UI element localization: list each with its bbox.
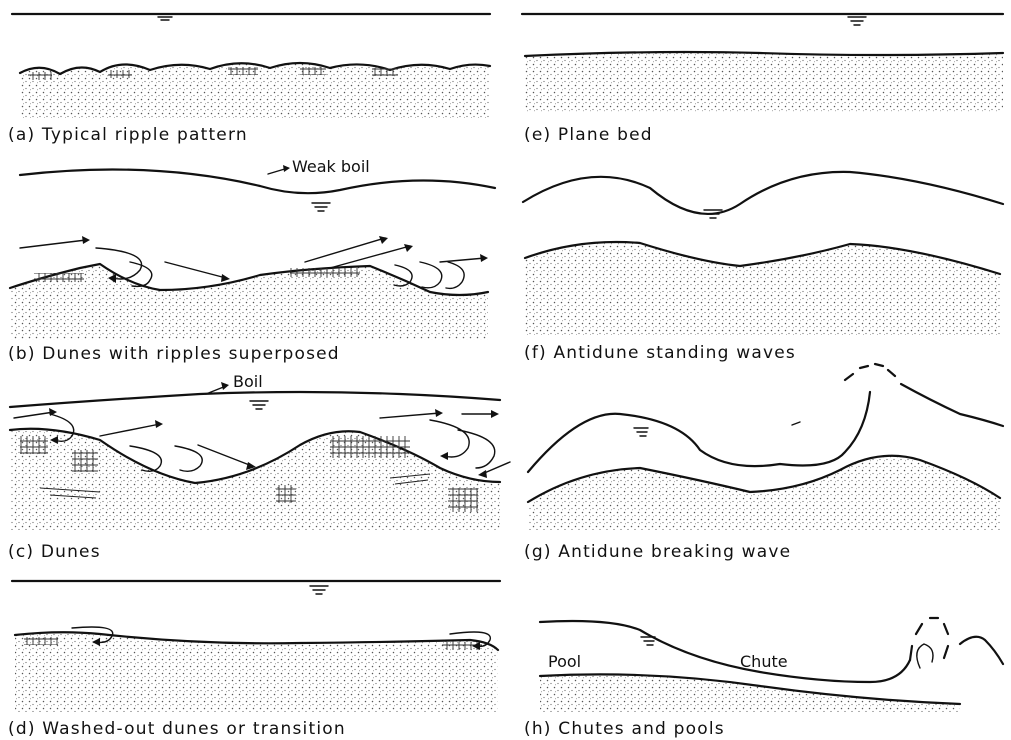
caption-h: (h) Chutes and pools <box>524 719 725 739</box>
breaking-wave-dashed <box>910 618 948 660</box>
water-surface-downstream <box>901 384 1003 426</box>
label-pool: Pool <box>548 652 581 671</box>
panel-b-dunes-ripples: Weak boil (b) Dunes with ripples superpo… <box>8 157 495 364</box>
panel-f-standing-waves: (f) Antidune standing waves <box>523 172 1003 363</box>
caption-f: (f) Antidune standing waves <box>524 343 796 363</box>
sand-bed <box>525 52 1003 112</box>
label-chute: Chute <box>740 652 788 671</box>
caption-e: (e) Plane bed <box>524 125 653 145</box>
panel-c-dunes: Boil <box>8 372 510 562</box>
panel-d-washed-out-dunes: (d) Washed-out dunes or transition <box>8 581 500 739</box>
water-surface-symbol <box>250 401 268 409</box>
boil-leader-arrowhead <box>221 382 229 390</box>
water-surface <box>540 621 910 682</box>
spray-mark <box>792 422 800 425</box>
panel-a-ripples: (a) Typical ripple pattern <box>8 14 490 145</box>
sand-bed <box>10 429 500 530</box>
water-surface <box>528 392 870 472</box>
water-surface-symbol <box>848 17 866 25</box>
caption-c: (c) Dunes <box>8 542 101 562</box>
water-surface-symbol <box>634 428 648 436</box>
breaking-wave-curl <box>917 644 933 668</box>
boil-leader-arrowhead <box>283 165 290 172</box>
caption-g: (g) Antidune breaking wave <box>524 542 791 562</box>
water-surface-downstream <box>960 637 1003 664</box>
label-weak-boil: Weak boil <box>292 157 370 176</box>
label-boil: Boil <box>233 372 263 391</box>
water-surface-symbol <box>312 203 330 211</box>
water-surface <box>20 170 495 194</box>
water-surface-symbol <box>704 210 722 218</box>
caption-a: (a) Typical ripple pattern <box>8 125 248 145</box>
caption-d: (d) Washed-out dunes or transition <box>8 719 346 739</box>
panel-g-breaking-wave: (g) Antidune breaking wave <box>524 364 1003 562</box>
sand-bed <box>540 674 960 712</box>
water-surface <box>523 172 1003 214</box>
water-surface-symbol <box>310 586 328 594</box>
water-surface-symbol <box>158 17 172 20</box>
panel-h-chutes-pools: Pool Chute (h) Chutes and pools <box>524 618 1003 739</box>
breaking-crest-dashed <box>845 364 895 380</box>
panel-e-plane-bed: (e) Plane bed <box>522 14 1003 145</box>
caption-b: (b) Dunes with ripples superposed <box>8 344 340 364</box>
